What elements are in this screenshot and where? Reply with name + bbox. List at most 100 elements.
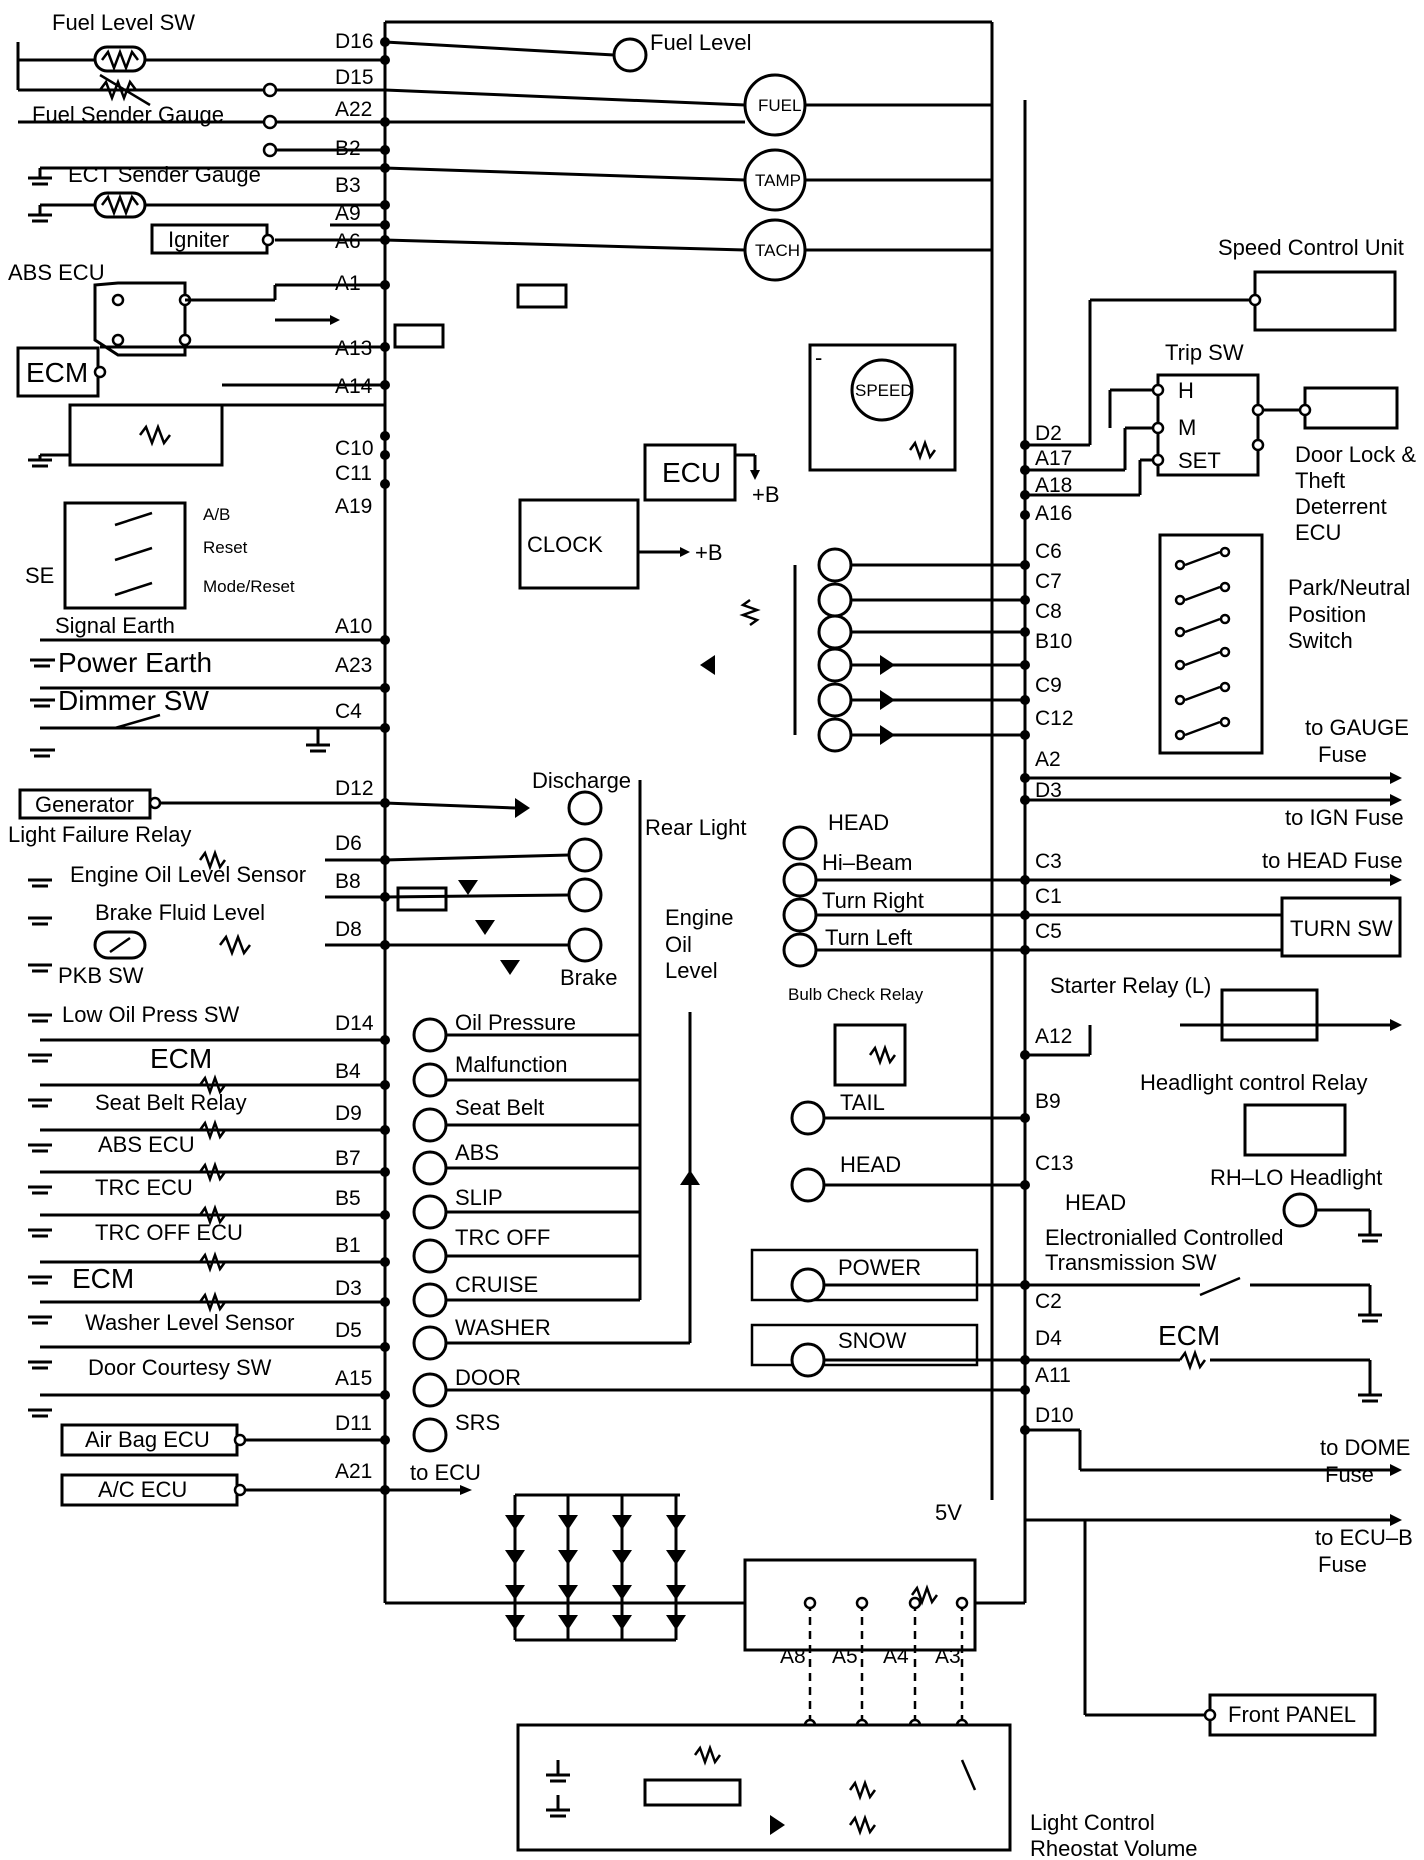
pin-label: D3: [1035, 779, 1062, 802]
to-ecu-b-fuse-label-1: to ECU–B: [1315, 1525, 1413, 1550]
hi-beam-label: Hi–Beam: [822, 850, 912, 875]
pin-label: A18: [1035, 474, 1072, 497]
signal-earth-label: Signal Earth: [55, 613, 175, 638]
warning-lamp-label: TRC OFF: [455, 1225, 550, 1250]
pin-label: A17: [1035, 447, 1072, 470]
pin-label: A6: [335, 230, 361, 253]
power-label: POWER: [838, 1255, 921, 1280]
ecu-plus-b: +B: [752, 482, 780, 507]
pin-label: B5: [335, 1187, 361, 1210]
ecm-2-label: ECM: [72, 1263, 134, 1294]
park-neutral-label-2: Position: [1288, 602, 1366, 627]
light-control-label-2: Rheostat Volume: [1030, 1836, 1198, 1860]
temp-gauge-label: TAMP: [755, 171, 801, 190]
pin-label: D12: [335, 777, 374, 800]
pin-label: D14: [335, 1012, 374, 1035]
pin-label: B9: [1035, 1090, 1061, 1113]
ect-sender-gauge-label: ECT Sender Gauge: [68, 162, 261, 187]
door-courtesy-sw-label: Door Courtesy SW: [88, 1355, 272, 1380]
clock-label: CLOCK: [527, 532, 603, 557]
dimmer-sw-label: Dimmer SW: [58, 685, 209, 716]
pin-label: B8: [335, 870, 361, 893]
pin-label: D6: [335, 832, 362, 855]
ground-symbols-left: [28, 878, 52, 1418]
pin-label: C5: [1035, 920, 1062, 943]
speedometer-label: SPEED: [855, 381, 913, 400]
to-ecu-label: to ECU: [410, 1460, 481, 1485]
pin-label: A23: [335, 654, 372, 677]
pin-label: D2: [1035, 422, 1062, 445]
fuel-level-label: Fuel Level: [650, 30, 752, 55]
meter-interior: Fuel Level FUEL TAMP TACH - SPEED ECU +B: [384, 30, 1025, 1652]
washer-level-sensor-label: Washer Level Sensor: [85, 1310, 295, 1335]
bottom-pin-label: A5: [832, 1645, 858, 1668]
pin-label: A21: [335, 1460, 372, 1483]
pin-label: C6: [1035, 540, 1062, 563]
pin-label: A22: [335, 98, 372, 121]
pin-label: C10: [335, 437, 374, 460]
park-neutral-contacts: [1174, 546, 1231, 741]
left-pin-labels: D16 D15 A22 B2 B3 A9 A6 A1 A13 A14 C10 C…: [335, 30, 374, 1483]
turn-right-label: Turn Right: [822, 888, 924, 913]
led-matrix: [505, 1493, 686, 1642]
park-neutral-label-3: Switch: [1288, 628, 1353, 653]
pin-label: D16: [335, 30, 374, 53]
reset-label: Reset: [203, 538, 248, 557]
pin-label: A12: [1035, 1025, 1072, 1048]
door-lock-label-2: Theft: [1295, 468, 1345, 493]
pin-label: D5: [335, 1319, 362, 1342]
door-lock-label-3: Deterrent: [1295, 494, 1387, 519]
pin-label: D11: [335, 1412, 372, 1435]
brake-label: Brake: [560, 965, 617, 990]
power-earth-label: Power Earth: [58, 647, 212, 678]
bulb-check-relay-label: Bulb Check Relay: [788, 985, 924, 1004]
pin-label: A13: [335, 337, 372, 360]
pin-label: C8: [1035, 600, 1062, 623]
seat-belt-relay-label: Seat Belt Relay: [95, 1090, 247, 1115]
discharge-label: Discharge: [532, 768, 631, 793]
pin-label: A19: [335, 495, 372, 518]
warning-lamp-label: Seat Belt: [455, 1095, 544, 1120]
pin-label: B4: [335, 1060, 361, 1083]
ac-ecu-label: A/C ECU: [98, 1477, 187, 1502]
park-neutral-label-1: Park/Neutral: [1288, 575, 1410, 600]
trc-ecu-label: TRC ECU: [95, 1175, 193, 1200]
tach-gauge-label: TACH: [755, 241, 800, 260]
speed-control-unit-label: Speed Control Unit: [1218, 235, 1404, 260]
pin-label: A16: [1035, 502, 1072, 525]
generator-label: Generator: [35, 792, 134, 817]
trip-sw-h: H: [1178, 378, 1194, 403]
to-ign-fuse-label: to IGN Fuse: [1285, 805, 1404, 830]
fuel-level-sw-label: Fuel Level SW: [52, 10, 195, 35]
pin-label: B3: [335, 174, 361, 197]
bottom-pin-label: A4: [883, 1645, 909, 1668]
pin-label: A10: [335, 615, 372, 638]
warning-lamp-label: CRUISE: [455, 1272, 538, 1297]
right-pin-labels: D2 A17 A18 A16 C6 C7 C8 B10 C9 C12 A2 D3…: [1035, 422, 1074, 1427]
pin-label: C12: [1035, 707, 1074, 730]
warning-lamp-label: Malfunction: [455, 1052, 568, 1077]
ecm-box-label: ECM: [26, 357, 88, 388]
pin-label: A14: [335, 375, 373, 398]
to-gauge-fuse-label-2: Fuse: [1318, 742, 1367, 767]
pin-label: D15: [335, 66, 374, 89]
brake-fluid-level-label: Brake Fluid Level: [95, 900, 265, 925]
pin-label: D10: [1035, 1404, 1074, 1427]
left-components: Fuel Level SW Fuel Sender Gauge ECT Send…: [8, 10, 340, 1507]
rh-lo-headlight-label: RH–LO Headlight: [1210, 1165, 1382, 1190]
to-head-fuse-label: to HEAD Fuse: [1262, 848, 1403, 873]
pin-label: B7: [335, 1147, 361, 1170]
five-v-label: 5V: [935, 1500, 962, 1525]
pin-label: D9: [335, 1102, 362, 1125]
trc-off-ecu-label: TRC OFF ECU: [95, 1220, 243, 1245]
pin-label: C1: [1035, 885, 1062, 908]
pin-label: C13: [1035, 1152, 1074, 1175]
warning-lamps: Oil Pressure Malfunction Seat Belt ABS S…: [412, 780, 1025, 1453]
fuel-sender-gauge-label: Fuel Sender Gauge: [32, 102, 224, 127]
right-components: Speed Control Unit Trip SW H M SET Door …: [1025, 235, 1416, 1737]
ab-label: A/B: [203, 505, 230, 524]
abs-ecu-top-label: ABS ECU: [8, 260, 105, 285]
clock-plus-b: +B: [695, 540, 723, 565]
warning-lamp-label: Oil Pressure: [455, 1010, 576, 1035]
ecm-right-label: ECM: [1158, 1320, 1220, 1351]
